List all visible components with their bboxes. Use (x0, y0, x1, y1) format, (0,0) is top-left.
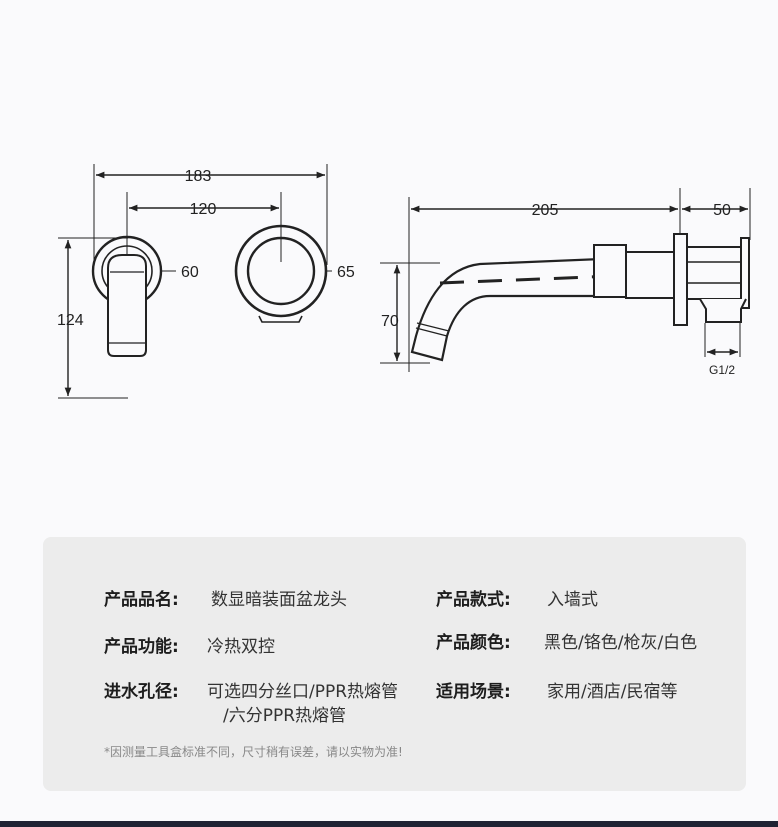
dim-label-205: 205 (532, 202, 559, 219)
measurement-note: *因测量工具盒标准不同，尺寸稍有误差，请以实物为准! (104, 745, 403, 759)
dim-label-50: 50 (713, 202, 731, 219)
dim-label-124: 124 (57, 312, 84, 329)
spout-collar (593, 244, 627, 298)
bottom-bar (0, 821, 778, 827)
faucet-dimension-drawing: 183 120 60 65 124 (57, 164, 751, 399)
spec-value-inlet-line1: 可选四分丝口/PPR热熔管 (207, 682, 399, 702)
dim-label-g12: G1/2 (709, 363, 735, 377)
handle-outer-ring (234, 224, 328, 318)
spec-label-style: 产品款式: (436, 590, 511, 610)
front-view (58, 164, 332, 399)
spec-label-name: 产品品名: (104, 590, 179, 610)
spec-label-inlet: 进水孔径: (104, 682, 179, 702)
spec-value-name: 数显暗装面盆龙头 (211, 590, 347, 610)
spec-value-color: 黑色/铬色/枪灰/白色 (544, 633, 698, 653)
spec-label-scene: 适用场景: (436, 682, 511, 702)
valve-body (686, 246, 742, 300)
dim-label-183: 183 (185, 168, 212, 185)
spec-value-inlet-line2: /六分PPR热熔管 (223, 706, 347, 726)
dim-label-70: 70 (381, 313, 399, 330)
spec-value-scene: 家用/酒店/民宿等 (547, 682, 678, 702)
dim-label-60: 60 (181, 264, 199, 281)
spec-card: 产品品名: 数显暗装面盆龙头 产品款式: 入墙式 产品功能: 冷热双控 产品颜色… (43, 537, 746, 791)
wall-plate (673, 233, 688, 326)
spec-value-function: 冷热双控 (207, 637, 275, 657)
dim-label-65: 65 (337, 264, 355, 281)
spec-value-style: 入墙式 (547, 590, 598, 610)
handle-display-tab (258, 315, 303, 323)
dim-label-120: 120 (190, 201, 217, 218)
handle-inner-ring (246, 236, 316, 306)
inlet-fitting (699, 298, 747, 323)
spec-label-function: 产品功能: (104, 637, 179, 657)
spec-label-color: 产品颜色: (436, 633, 511, 653)
side-view (380, 188, 751, 372)
spout-front (107, 254, 147, 357)
